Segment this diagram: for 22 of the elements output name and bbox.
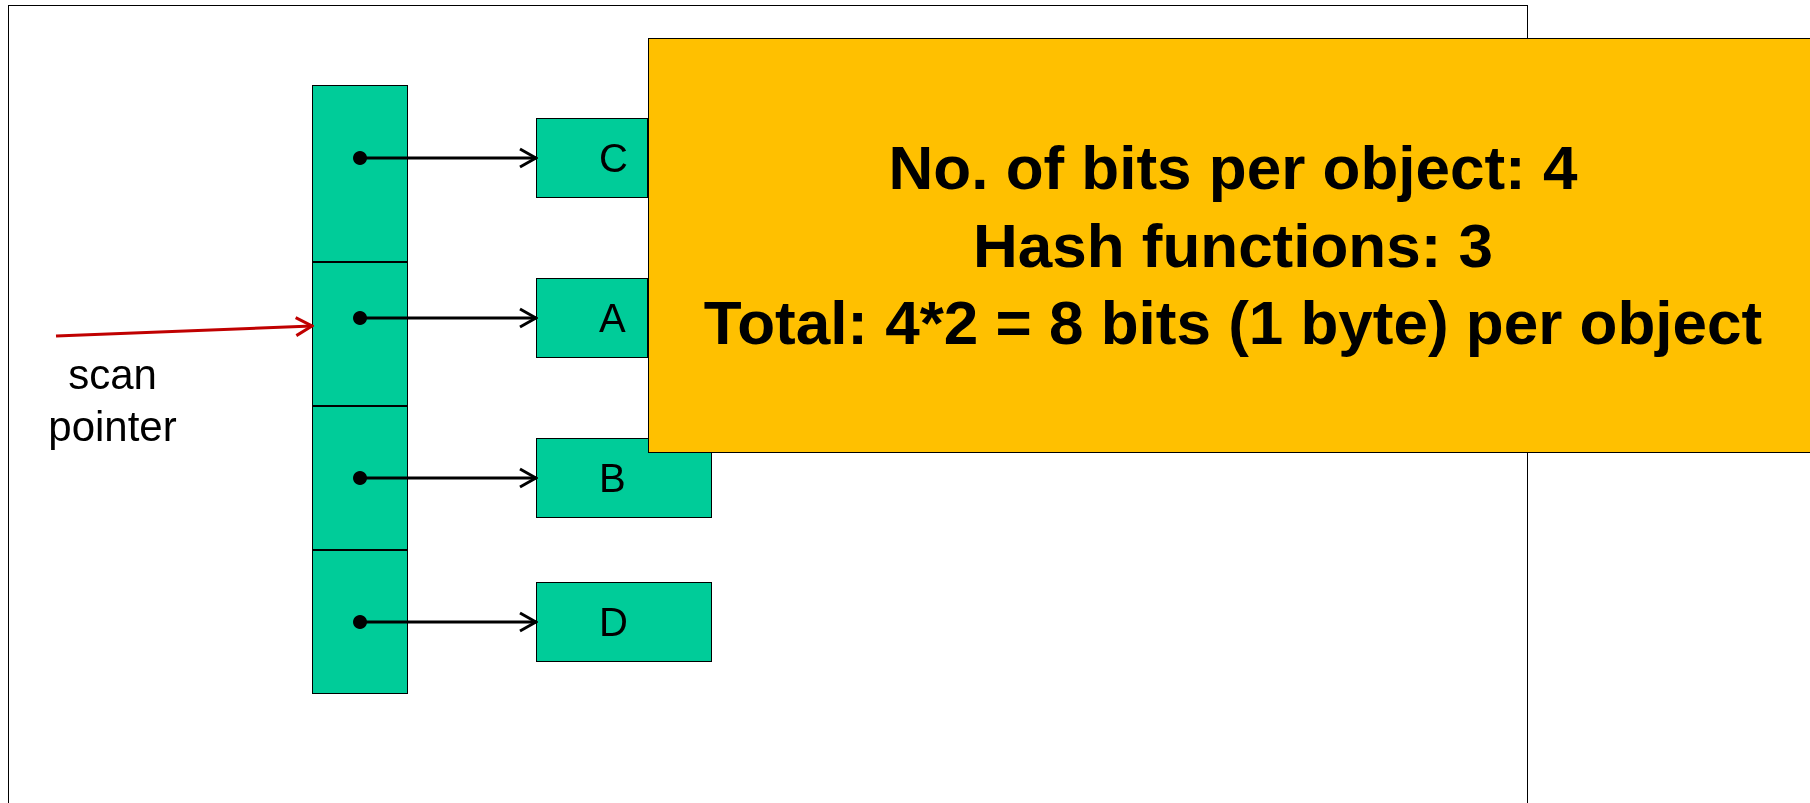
object-label: D [599,599,628,646]
pointer-label: scan pointer [47,349,178,452]
array-cell [312,85,408,262]
note-text: Hash functions: 3 [972,209,1494,282]
object-label: B [599,455,626,502]
arrow [353,611,538,633]
arrow [353,147,538,169]
array-cell [312,406,408,550]
object-label: A [599,295,626,342]
array-cell [312,262,408,406]
note-box [648,38,1810,453]
object-box [536,278,648,358]
note-text: Total: 4*2 = 8 bits (1 byte) per object [703,287,1763,360]
object-label: C [599,135,628,182]
object-box [536,118,648,198]
object-box [536,582,712,662]
arrow [55,316,314,338]
note-text: No. of bits per object: 4 [888,132,1578,205]
array-cell [312,550,408,694]
object-box [536,438,712,518]
arrow [353,467,538,489]
arrow [353,307,538,329]
